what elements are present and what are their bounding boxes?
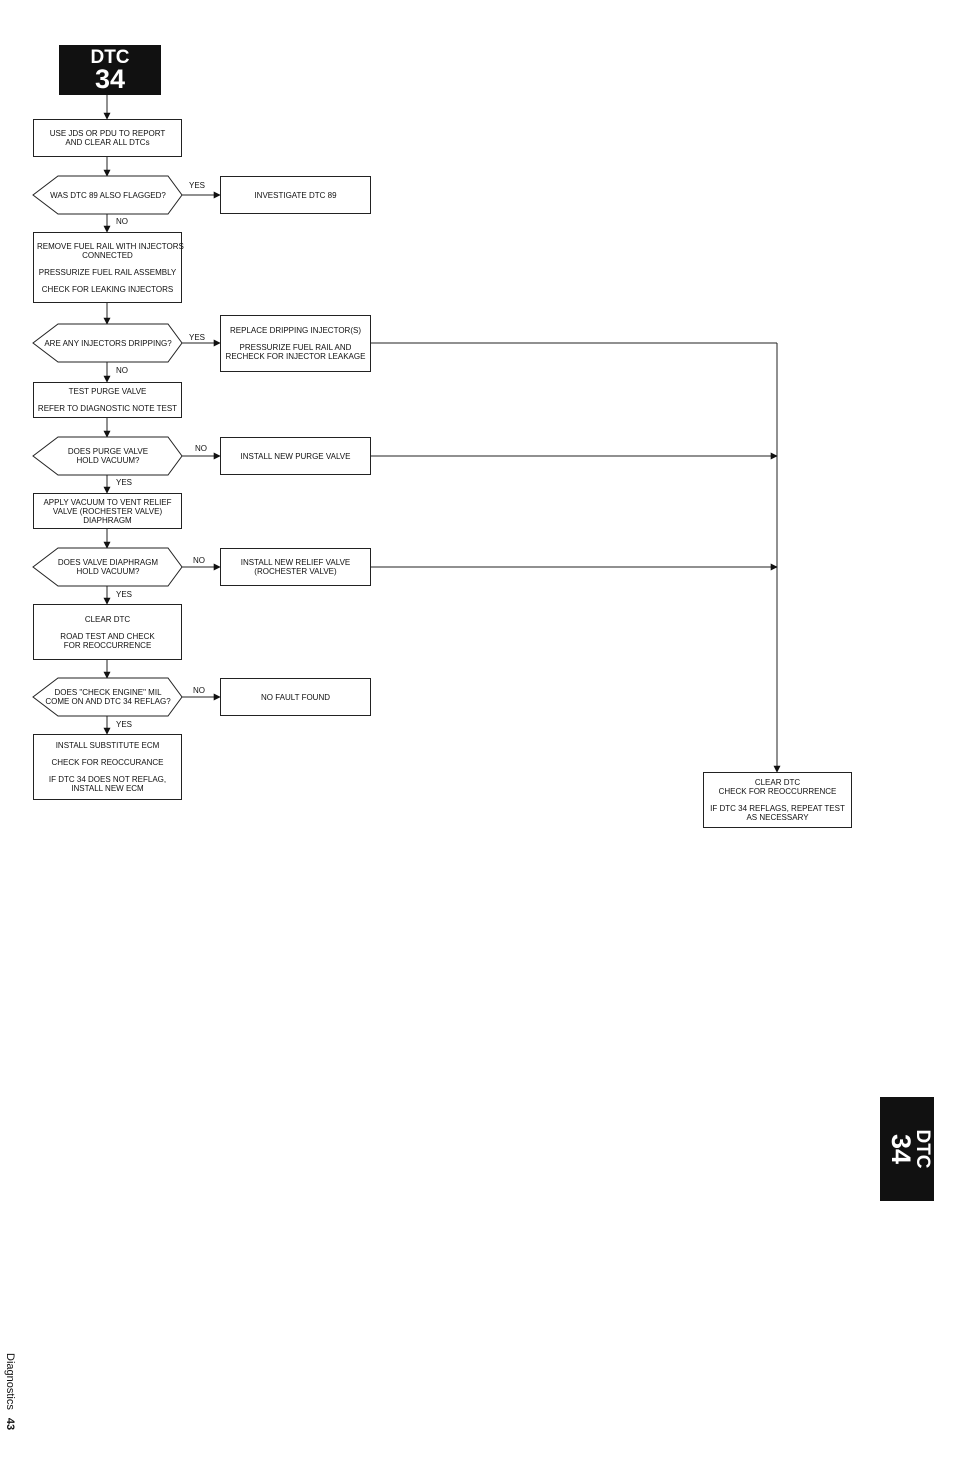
step-use-jds-line-2: AND CLEAR ALL DTCs [65, 138, 150, 147]
step-remove-fuel-rail-line-1: REMOVE FUEL RAIL WITH INJECTORS [37, 241, 184, 251]
label-dtc89-yes: YES [189, 181, 206, 190]
step-substitute-ecm-line-2: CHECK FOR REOCCURANCE [51, 758, 164, 767]
label-mil-no: NO [193, 686, 205, 695]
step-remove-fuel-rail-line-2: CONNECTED [82, 250, 133, 260]
step-remove-fuel-rail-line-4: CHECK FOR LEAKING INJECTORS [41, 284, 174, 294]
dtc-badge-top: DTC 34 [59, 45, 161, 95]
step-substitute-ecm: INSTALL SUBSTITUTE ECM CHECK FOR REOCCUR… [33, 734, 182, 800]
dtc-badge-top-number: 34 [94, 64, 126, 94]
step-test-purge-valve-line-2: REFER TO DIAGNOSTIC NOTE TEST [37, 404, 178, 413]
decision-shape-dripping [32, 323, 183, 363]
decision-diaphragm: DOES VALVE DIAPHRAGM HOLD VACUUM? [40, 548, 176, 586]
decision-purge-vacuum-line-1: DOES PURGE VALVE [67, 447, 149, 456]
step-new-relief-valve-line-1: INSTALL NEW RELIEF VALVE [240, 558, 351, 567]
label-purge-no: NO [195, 444, 207, 453]
step-clear-dtc-final-line-3: IF DTC 34 REFLAGS, REPEAT TEST [710, 804, 845, 813]
decision-dripping-line-1: ARE ANY INJECTORS DRIPPING? [44, 338, 172, 348]
step-new-relief-valve-line-2: (ROCHESTER VALVE) [254, 567, 337, 576]
step-investigate-dtc89-line-1: INVESTIGATE DTC 89 [254, 190, 337, 200]
step-test-purge-valve: TEST PURGE VALVE REFER TO DIAGNOSTIC NOT… [33, 382, 182, 418]
step-remove-fuel-rail: REMOVE FUEL RAIL WITH INJECTORS CONNECTE… [33, 232, 184, 303]
decision-purge-vacuum-line-2: HOLD VACUUM? [76, 456, 140, 465]
dtc-badge-side: DTC 34 [880, 1097, 934, 1201]
decision-dtc89: WAS DTC 89 ALSO FLAGGED? [40, 176, 176, 214]
label-dtc89-no: NO [116, 217, 128, 226]
step-apply-vacuum: APPLY VACUUM TO VENT RELIEF VALVE (ROCHE… [33, 493, 182, 529]
decision-shape-mil [32, 677, 183, 717]
step-apply-vacuum-line-1: APPLY VACUUM TO VENT RELIEF [43, 497, 172, 507]
decision-mil: DOES "CHECK ENGINE" MIL COME ON AND DTC … [40, 678, 176, 716]
decision-dtc89-line-1: WAS DTC 89 ALSO FLAGGED? [50, 190, 166, 200]
label-dripping-no: NO [116, 366, 128, 375]
step-clear-dtc-road-test-line-1: CLEAR DTC [84, 614, 131, 624]
step-remove-fuel-rail-line-3: PRESSURIZE FUEL RAIL ASSEMBLY [38, 267, 177, 277]
step-no-fault-found: NO FAULT FOUND [220, 678, 371, 716]
decision-shape-diaphragm [32, 547, 183, 587]
label-mil-yes: YES [116, 720, 133, 729]
step-replace-injectors-line-3: RECHECK FOR INJECTOR LEAKAGE [225, 352, 366, 361]
step-investigate-dtc89: INVESTIGATE DTC 89 [220, 176, 371, 214]
decision-dripping: ARE ANY INJECTORS DRIPPING? [40, 324, 176, 362]
section-name: Diagnostics [4, 1353, 16, 1410]
decision-mil-line-1: DOES "CHECK ENGINE" MIL [54, 688, 162, 697]
step-substitute-ecm-line-3: IF DTC 34 DOES NOT REFLAG, [48, 775, 167, 784]
page-number: 43 [4, 1417, 16, 1431]
step-use-jds: USE JDS OR PDU TO REPORT AND CLEAR ALL D… [33, 119, 182, 157]
step-clear-dtc-road-test-line-2: ROAD TEST AND CHECK [60, 631, 155, 641]
decision-shape-purge-vacuum [32, 436, 183, 476]
step-replace-injectors: REPLACE DRIPPING INJECTOR(S) PRESSURIZE … [220, 315, 371, 372]
step-apply-vacuum-line-3: DIAPHRAGM [83, 515, 132, 525]
label-purge-yes: YES [116, 478, 133, 487]
step-no-fault-found-line-1: NO FAULT FOUND [260, 692, 331, 702]
decision-diaphragm-line-1: DOES VALVE DIAPHRAGM [57, 558, 159, 567]
decision-mil-line-2: COME ON AND DTC 34 REFLAG? [45, 697, 171, 706]
step-use-jds-line-1: USE JDS OR PDU TO REPORT [49, 129, 166, 138]
step-new-purge-valve: INSTALL NEW PURGE VALVE [220, 437, 371, 475]
step-clear-dtc-road-test-line-3: FOR REOCCURRENCE [63, 640, 152, 650]
step-apply-vacuum-line-2: VALVE (ROCHESTER VALVE) [52, 506, 163, 516]
step-replace-injectors-line-2: PRESSURIZE FUEL RAIL AND [239, 343, 352, 352]
label-dripping-yes: YES [189, 333, 206, 342]
decision-shape-dtc89 [32, 175, 183, 215]
step-substitute-ecm-line-1: INSTALL SUBSTITUTE ECM [55, 741, 160, 750]
step-clear-dtc-road-test: CLEAR DTC ROAD TEST AND CHECK FOR REOCCU… [33, 604, 182, 660]
dtc-badge-side-number: 34 [886, 1133, 916, 1165]
page-section-label: Diagnostics 43 [2, 1353, 18, 1463]
step-test-purge-valve-line-1: TEST PURGE VALVE [68, 387, 147, 396]
step-clear-dtc-final-line-4: AS NECESSARY [746, 813, 809, 822]
step-new-relief-valve: INSTALL NEW RELIEF VALVE (ROCHESTER VALV… [220, 548, 371, 586]
dtc-badge-top-label: DTC [90, 47, 130, 68]
decision-diaphragm-line-2: HOLD VACUUM? [76, 567, 140, 576]
step-clear-dtc-final-line-2: CHECK FOR REOCCURRENCE [718, 787, 837, 796]
label-diaphragm-no: NO [193, 556, 205, 565]
step-replace-injectors-line-1: REPLACE DRIPPING INJECTOR(S) [230, 326, 361, 335]
decision-purge-vacuum: DOES PURGE VALVE HOLD VACUUM? [40, 437, 176, 475]
step-substitute-ecm-line-4: INSTALL NEW ECM [71, 784, 144, 793]
label-diaphragm-yes: YES [116, 590, 133, 599]
step-new-purge-valve-line-1: INSTALL NEW PURGE VALVE [240, 451, 351, 461]
step-clear-dtc-final-line-1: CLEAR DTC [754, 778, 801, 787]
step-clear-dtc-final: CLEAR DTC CHECK FOR REOCCURRENCE IF DTC … [703, 772, 852, 828]
